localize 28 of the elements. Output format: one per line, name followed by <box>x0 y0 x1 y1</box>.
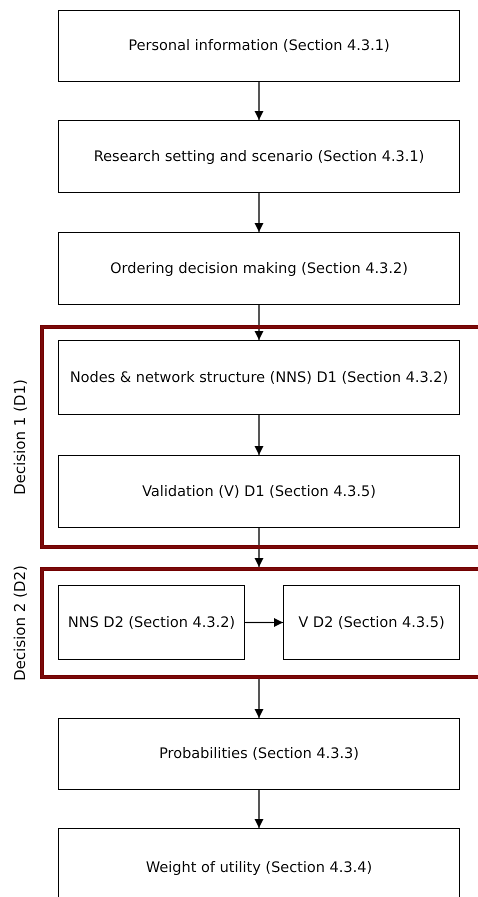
box-text: Research setting and scenario (Section 4.3.1) <box>92 148 426 166</box>
box-text: NNS D2 (Section 4.3.2) <box>66 614 236 632</box>
process-box <box>58 340 460 415</box>
arrow <box>254 305 264 340</box>
process-box <box>58 585 245 660</box>
arrow <box>254 790 264 828</box>
box-text: V D2 (Section 4.3.5) <box>297 614 446 632</box>
group-label: Decision 2 (D2) <box>11 565 29 681</box>
box-text: Ordering decision making (Section 4.3.2) <box>109 260 409 278</box>
box-text: Weight of utility (Section 4.3.4) <box>144 859 374 878</box>
process-box <box>283 585 460 660</box>
arrow <box>254 679 264 718</box>
box-text: Validation (V) D1 (Section 4.3.5) <box>141 482 377 502</box>
process-box <box>58 120 460 193</box>
box-text: Nodes & network structure (NNS) D1 (Section 4.3.2) <box>68 368 450 388</box>
process-box <box>58 10 460 82</box>
arrow <box>254 528 264 567</box>
group-label: Decision 1 (D1) <box>11 379 29 495</box>
process-box <box>58 718 460 790</box>
process-box <box>58 828 460 897</box>
arrow <box>254 193 264 232</box>
arrow <box>254 82 264 120</box>
box-text: Probabilities (Section 4.3.3) <box>158 745 360 764</box>
arrow <box>254 415 264 455</box>
process-box <box>58 455 460 528</box>
arrow <box>245 618 283 627</box>
box-text: Personal information (Section 4.3.1) <box>127 37 391 56</box>
process-box <box>58 232 460 305</box>
